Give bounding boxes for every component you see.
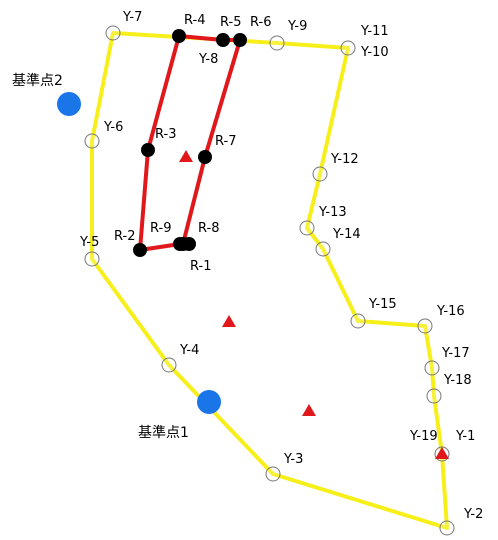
red-point-label-r-3: R-3 <box>155 127 176 142</box>
red-point-marker-r-3[interactable] <box>141 143 155 157</box>
yellow-point-marker-y-10[interactable] <box>340 40 356 56</box>
yellow-point-label-y-6: Y-6 <box>103 120 123 135</box>
red-point-marker-r-7[interactable] <box>198 150 212 164</box>
yellow-point-marker-y-18[interactable] <box>426 388 442 404</box>
triangle-marker[interactable] <box>179 150 193 162</box>
yellow-point-marker-y-15[interactable] <box>350 313 366 329</box>
yellow-point-label-y-5: Y-5 <box>79 235 99 250</box>
red-point-marker-r-6[interactable] <box>233 33 247 47</box>
yellow-point-label-y-16: Y-16 <box>436 304 465 319</box>
yellow-point-marker-y-8[interactable] <box>269 35 285 51</box>
yellow-point-marker-y-14[interactable] <box>315 241 331 257</box>
yellow-boundary-line <box>90 31 449 530</box>
red-point-marker-r-1[interactable] <box>182 237 196 251</box>
benchmark-label-bm2: 基準点2 <box>12 72 63 89</box>
yellow-point-label-y-10: Y-10 <box>360 45 389 60</box>
yellow-point-label-y-1: Y-1 <box>455 429 475 444</box>
yellow-point-label-y-12: Y-12 <box>330 152 359 167</box>
yellow-point-marker-y-3[interactable] <box>265 466 281 482</box>
yellow-point-label-y-11: Y-11 <box>360 24 389 39</box>
triangle-marker[interactable] <box>435 447 449 459</box>
yellow-point-label-y-17: Y-17 <box>441 346 470 361</box>
yellow-point-label-y-8: Y-8 <box>198 52 218 67</box>
yellow-point-marker-y-2[interactable] <box>439 520 455 536</box>
yellow-point-marker-y-6[interactable] <box>84 133 100 149</box>
red-point-label-r-9: R-9 <box>150 221 171 236</box>
yellow-point-label-y-18: Y-18 <box>443 373 472 388</box>
red-point-label-r-1: R-1 <box>190 259 211 274</box>
yellow-point-label-y-15: Y-15 <box>368 297 397 312</box>
benchmark-label-bm1: 基準点1 <box>138 424 189 441</box>
labels-layer: 基準点1基準点2Y-1Y-2Y-3Y-4Y-5Y-6Y-7Y-8Y-9Y-10Y… <box>12 10 483 522</box>
yellow-point-label-y-7: Y-7 <box>122 10 142 25</box>
markers-layer <box>57 25 455 536</box>
triangle-marker[interactable] <box>222 315 236 327</box>
yellow-point-label-y-4: Y-4 <box>179 343 199 358</box>
triangle-marker[interactable] <box>302 404 316 416</box>
yellow-point-label-y-19: Y-19 <box>409 429 438 444</box>
red-point-marker-r-4[interactable] <box>172 29 186 43</box>
red-point-label-r-8: R-8 <box>198 221 219 236</box>
yellow-point-marker-y-12[interactable] <box>312 166 328 182</box>
benchmark-marker-bm1[interactable] <box>197 390 221 414</box>
red-point-label-r-4: R-4 <box>184 13 205 28</box>
yellow-point-label-y-2: Y-2 <box>463 507 483 522</box>
red-point-marker-r-5[interactable] <box>216 33 230 47</box>
yellow-point-marker-y-13[interactable] <box>299 220 315 236</box>
red-point-label-r-7: R-7 <box>215 134 236 149</box>
yellow-point-label-y-9: Y-9 <box>287 19 307 34</box>
red-point-marker-r-2[interactable] <box>133 243 147 257</box>
yellow-point-marker-y-17[interactable] <box>424 360 440 376</box>
red-point-label-r-2: R-2 <box>114 229 135 244</box>
yellow-point-marker-y-7[interactable] <box>105 25 121 41</box>
yellow-point-label-y-13: Y-13 <box>318 205 347 220</box>
yellow-point-label-y-3: Y-3 <box>283 452 303 467</box>
yellow-point-marker-y-5[interactable] <box>84 251 100 267</box>
yellow-point-marker-y-16[interactable] <box>417 318 433 334</box>
yellow-point-marker-y-4[interactable] <box>161 357 177 373</box>
lines-layer <box>90 31 449 530</box>
yellow-point-label-y-14: Y-14 <box>332 227 361 242</box>
red-point-label-r-5: R-5 <box>220 15 241 30</box>
red-point-label-r-6: R-6 <box>250 15 271 30</box>
benchmark-marker-bm2[interactable] <box>57 92 81 116</box>
